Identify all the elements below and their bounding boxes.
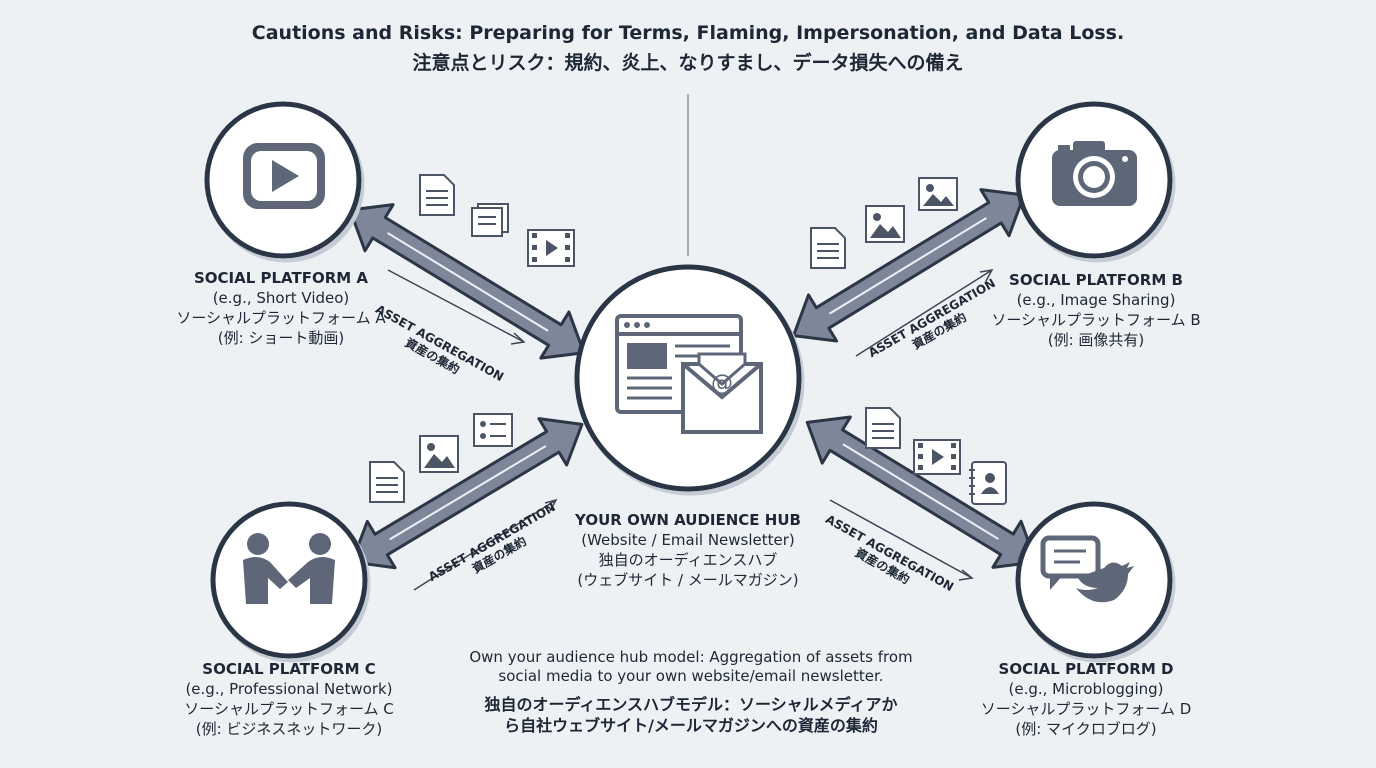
arrow-d-hub xyxy=(805,415,1038,569)
description-en-line1: Own your audience hub model: Aggregation… xyxy=(469,648,913,666)
description-en-line2: social media to your own website/email n… xyxy=(498,667,884,685)
video-file-icon xyxy=(527,229,575,267)
document-icon xyxy=(419,174,455,216)
platform-d-ja-name: ソーシャルプラットフォーム D xyxy=(980,700,1192,718)
platform-c-label: SOCIAL PLATFORM C (e.g., Professional Ne… xyxy=(149,659,429,739)
description-ja-line2: ら自社ウェブサイト/メールマガジンへの資産の集約 xyxy=(504,716,878,735)
camera-icon xyxy=(1052,141,1137,206)
platform-a-name: SOCIAL PLATFORM A xyxy=(193,269,369,287)
platform-a-ja-name: ソーシャルプラットフォーム A xyxy=(176,309,386,327)
hub-ja-name: 独自のオーディエンスハブ xyxy=(598,551,778,569)
document-icon xyxy=(810,227,846,269)
play-icon xyxy=(243,143,325,209)
gallery-icon xyxy=(471,203,509,237)
platform-a-ja-example: (例: ショート動画) xyxy=(217,329,345,347)
platform-b-example: (e.g., Image Sharing) xyxy=(1016,291,1176,309)
platform-c-name: SOCIAL PLATFORM C xyxy=(202,660,376,678)
page-title-ja: 注意点とリスク：規約、炎上、なりすまし、データ損失への備え xyxy=(412,52,964,74)
description-ja-line1: 独自のオーディエンスハブモデル：ソーシャルメディアか xyxy=(484,695,898,714)
platform-b-ja-example: (例: 画像共有) xyxy=(1047,331,1145,349)
platform-b-name: SOCIAL PLATFORM B xyxy=(1009,271,1183,289)
document-icon xyxy=(369,461,405,503)
image-icon xyxy=(918,177,958,211)
platform-c-ja-name: ソーシャルプラットフォーム C xyxy=(184,700,394,718)
platform-d-label: SOCIAL PLATFORM D (e.g., Microblogging) … xyxy=(946,659,1226,739)
hub-ja-example: (ウェブサイト / メールマガジン) xyxy=(577,571,799,589)
handshake-icon xyxy=(243,533,335,604)
image-icon xyxy=(865,205,905,243)
platform-b-circle xyxy=(1015,101,1173,259)
platform-c-ja-example: (例: ビジネスネットワーク) xyxy=(195,720,383,738)
platform-a-example: (e.g., Short Video) xyxy=(212,289,350,307)
platform-c-example: (e.g., Professional Network) xyxy=(185,680,393,698)
hub-name: YOUR OWN AUDIENCE HUB xyxy=(575,511,801,529)
platform-b-ja-name: ソーシャルプラットフォーム B xyxy=(991,311,1201,329)
platform-a-label: SOCIAL PLATFORM A (e.g., Short Video) ソー… xyxy=(141,268,421,348)
bird-chat-icon xyxy=(1040,535,1134,603)
contact-book-icon xyxy=(969,461,1007,505)
thin-arrows xyxy=(387,269,994,591)
platform-d-name: SOCIAL PLATFORM D xyxy=(998,660,1174,678)
platform-d-example: (e.g., Microblogging) xyxy=(1008,680,1164,698)
image-icon xyxy=(419,435,459,473)
svg-text:@: @ xyxy=(711,371,733,396)
hub-example: (Website / Email Newsletter) xyxy=(581,531,795,549)
profile-card-icon xyxy=(473,413,513,447)
video-file-icon xyxy=(913,439,961,475)
page-title: Cautions and Risks: Preparing for Terms,… xyxy=(251,22,1125,44)
platform-d-ja-example: (例: マイクロブログ) xyxy=(1015,720,1157,738)
arrow-c-hub xyxy=(350,417,584,570)
website-email-icon: @ xyxy=(615,314,763,434)
arrow-b-hub xyxy=(792,188,1026,343)
model-description: Own your audience hub model: Aggregation… xyxy=(431,648,951,736)
platform-d-circle xyxy=(1015,501,1173,659)
platform-b-label: SOCIAL PLATFORM B (e.g., Image Sharing) … xyxy=(956,270,1236,350)
hub-label: YOUR OWN AUDIENCE HUB (Website / Email N… xyxy=(538,510,838,590)
document-icon xyxy=(865,407,901,449)
hub-circle: @ xyxy=(574,264,802,492)
platform-a-circle xyxy=(204,101,362,259)
platform-c-circle xyxy=(210,501,368,659)
